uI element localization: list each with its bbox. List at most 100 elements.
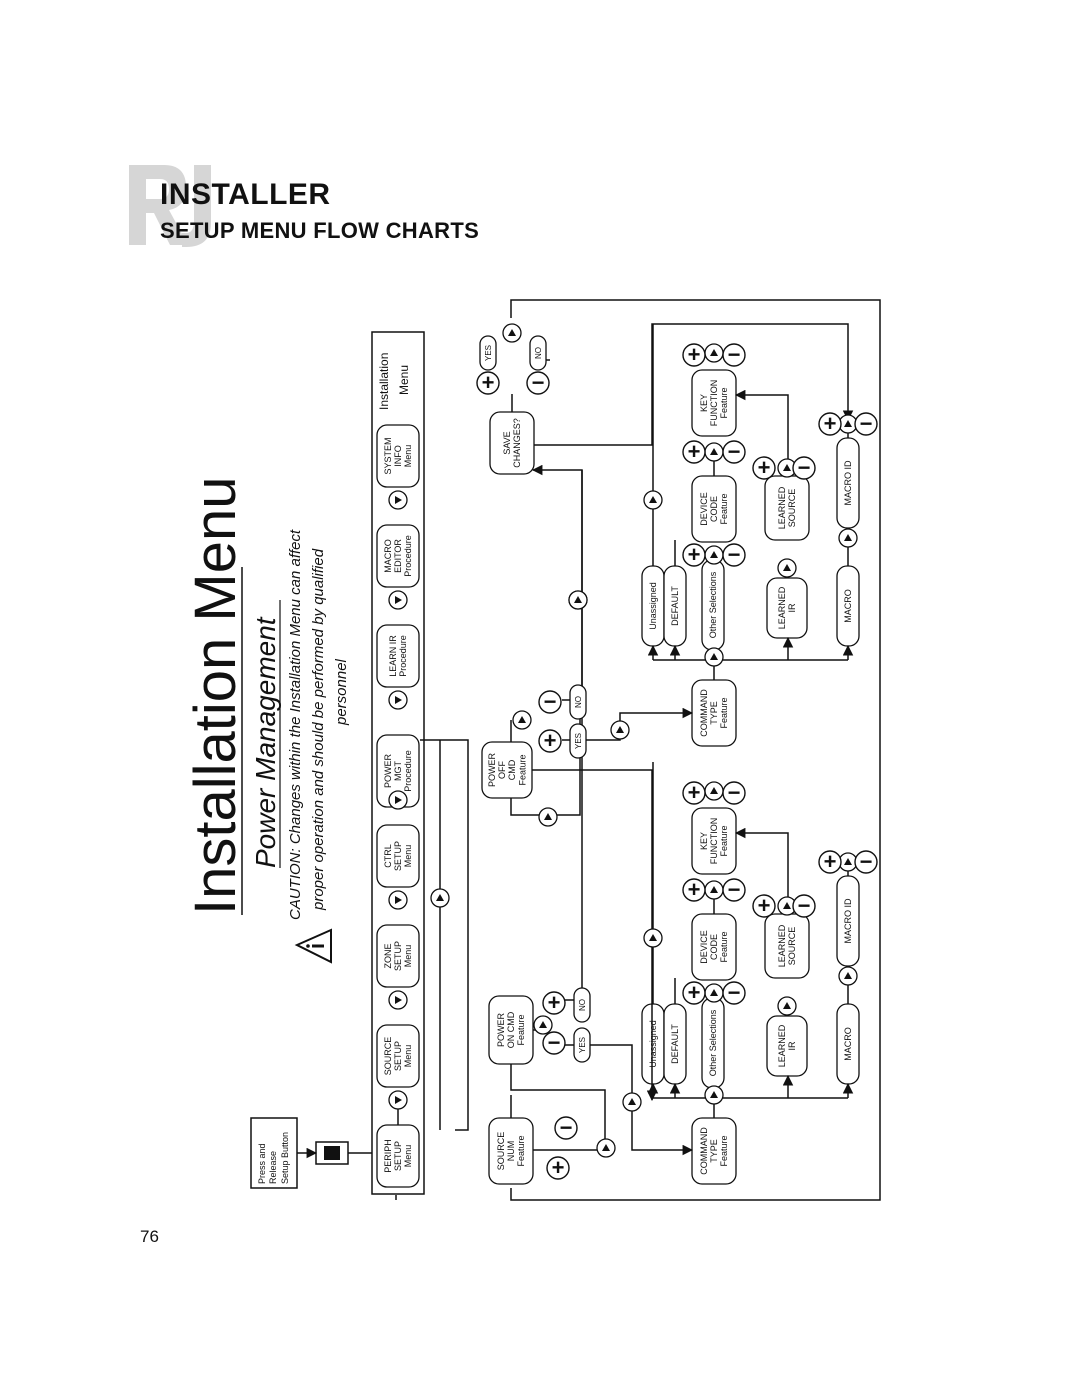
lower-key-function-minus-button[interactable] <box>722 878 746 902</box>
lower-learned-ir-up-button-glyph <box>783 1002 791 1009</box>
lower-device-code-up-button-glyph <box>710 989 718 996</box>
connector-line <box>734 827 789 914</box>
menu-item-periph-setup-label-line-3: Menu <box>403 1145 413 1168</box>
upper-device-code-plus-button[interactable] <box>682 543 706 567</box>
lower-key-top-plus-button[interactable] <box>682 781 706 805</box>
upper-learned-ir-box-label-line-2: IR <box>787 603 797 613</box>
upper-device-code-minus-button[interactable] <box>722 543 746 567</box>
page-number: 76 <box>140 1227 159 1246</box>
caution-line-1: CAUTION: Changes within the Installation… <box>287 529 304 920</box>
lower-device-code-box-label-line-3: Feature <box>719 931 729 962</box>
upper-key-function-plus-button[interactable] <box>682 440 706 464</box>
upper-learned-minus-button[interactable] <box>792 456 816 480</box>
power-off-minus-button[interactable] <box>538 690 562 714</box>
upper-key-top-minus-button-glyph: − <box>728 342 741 367</box>
upper-learned-plus-button[interactable] <box>752 456 776 480</box>
menu-item-macro-editor-label-line-1: MACRO <box>383 539 393 573</box>
save-no-button[interactable] <box>529 335 547 371</box>
menu-item-zone-setup-label-line-2: SETUP <box>393 941 403 971</box>
upper-key-function-plus-button-glyph: + <box>688 439 701 464</box>
lower-learned-minus-button[interactable] <box>792 894 816 918</box>
lower-default-box-label-line-1: DEFAULT <box>670 1024 680 1064</box>
upper-learned-minus-button-glyph: − <box>798 455 811 480</box>
save-yes-plus-button-glyph: + <box>482 370 495 395</box>
menu-item-ctrl-setup-label-line-2: SETUP <box>393 841 403 871</box>
menu-item-zone-setup <box>376 924 420 988</box>
power-off-yes-button[interactable] <box>569 723 587 759</box>
lower-macro-minus-button[interactable] <box>854 850 878 874</box>
lower-key-function-plus-button-glyph: + <box>688 877 701 902</box>
lower-key-top-minus-button[interactable] <box>722 781 746 805</box>
caution-line-2: proper operation and should be performed… <box>310 548 327 911</box>
lower-key-function-box <box>691 807 737 875</box>
menu-next-button-7-glyph <box>395 496 402 504</box>
upper-macro-minus-button[interactable] <box>854 412 878 436</box>
power-off-no-button-text: NO <box>574 696 583 708</box>
upper-macro-plus-button[interactable] <box>818 412 842 436</box>
lower-macro-plus-button[interactable] <box>818 850 842 874</box>
power-off-plus-button[interactable] <box>538 729 562 753</box>
power-on-plus-button-glyph: + <box>548 990 561 1015</box>
source-num-plus-button[interactable] <box>546 1156 570 1180</box>
connector-line <box>510 299 881 1201</box>
menu-next-button-2-glyph <box>395 996 402 1004</box>
upper-key-top-plus-button-glyph: + <box>688 342 701 367</box>
power-on-no-button[interactable] <box>573 987 591 1023</box>
power-off-next-button-glyph <box>518 716 526 723</box>
upper-key-function-box-label-line-2: FUNCTION <box>709 380 719 427</box>
menu-item-system-info-label-line-3: Menu <box>403 445 413 468</box>
upper-device-code-plus-button-glyph: + <box>688 542 701 567</box>
lower-device-code-minus-button[interactable] <box>722 981 746 1005</box>
save-yes-button[interactable] <box>479 335 497 371</box>
upper-unassigned-up-button-glyph <box>649 496 657 503</box>
power-off-yes-arrow-glyph <box>616 726 624 733</box>
power-on-plus-button[interactable] <box>542 991 566 1015</box>
menu-item-ctrl-setup <box>376 824 420 888</box>
upper-key-top-minus-button[interactable] <box>722 343 746 367</box>
lower-key-function-plus-button[interactable] <box>682 878 706 902</box>
power-on-minus-button[interactable] <box>542 1031 566 1055</box>
press-release-line-1: Press and <box>257 1143 267 1184</box>
lower-learned-ir-box-label-line-2: IR <box>787 1041 797 1051</box>
save-no-minus-button-glyph: − <box>532 370 545 395</box>
upper-key-top-up-button-glyph <box>710 349 718 356</box>
lower-command-type-box-label-line-2: TYPE <box>709 1139 719 1163</box>
connector-line <box>562 470 583 701</box>
lower-key-function-box-label-line-2: FUNCTION <box>709 818 719 865</box>
upper-macro-plus-button-glyph: + <box>824 411 837 436</box>
power-on-box-label-line-1: POWER <box>496 1013 506 1048</box>
upper-learned-up-button-glyph <box>783 464 791 471</box>
upper-unassigned-box-label-line-1: Unassigned <box>648 582 658 630</box>
source-num-up-button-glyph <box>602 1144 610 1151</box>
power-off-no-button[interactable] <box>569 684 587 720</box>
upper-device-code-up-button-glyph <box>710 551 718 558</box>
source-num-minus-button[interactable] <box>554 1116 578 1140</box>
lower-device-code-plus-button[interactable] <box>682 981 706 1005</box>
save-changes-up-button-glyph <box>508 329 516 336</box>
menu-item-power-mgt-label-line-2: MGT <box>393 761 403 781</box>
menu-next-button-1-glyph <box>395 1096 402 1104</box>
press-release-line-2: Release <box>268 1151 278 1184</box>
power-off-plus-button-glyph: + <box>544 728 557 753</box>
power-on-yes-button-text: YES <box>578 1037 587 1053</box>
power-on-box-label-line-3: Feature <box>516 1014 526 1045</box>
lower-learned-plus-button[interactable] <box>752 894 776 918</box>
upper-macro-up-button-glyph <box>844 534 852 541</box>
upper-device-code-box-label-line-1: DEVICE <box>699 492 709 526</box>
section-subheading: SETUP MENU FLOW CHARTS <box>160 218 480 243</box>
upper-key-function-minus-button[interactable] <box>722 440 746 464</box>
menu-item-zone-setup-label-line-1: ZONE <box>383 943 393 968</box>
save-no-minus-button[interactable] <box>526 371 550 395</box>
upper-key-function-box-label-line-1: KEY <box>699 394 709 412</box>
power-off-box-label-line-3: CMD <box>507 759 517 780</box>
upper-macro-id-box-label-line-1: MACRO ID <box>843 460 853 506</box>
power-on-yes-button[interactable] <box>573 1027 591 1063</box>
menu-item-learn-ir-label-line-1: LEARN IR <box>388 635 398 677</box>
caution-line-3: personnel <box>333 658 350 726</box>
menu-item-macro-editor-label-line-3: Procedure <box>403 535 413 577</box>
upper-key-function-box-label-line-3: Feature <box>719 387 729 418</box>
save-yes-plus-button[interactable] <box>476 371 500 395</box>
diagram-title: Installation Menu <box>183 477 248 915</box>
upper-key-top-plus-button[interactable] <box>682 343 706 367</box>
menu-item-source-setup-label-line-1: SOURCE <box>383 1037 393 1076</box>
